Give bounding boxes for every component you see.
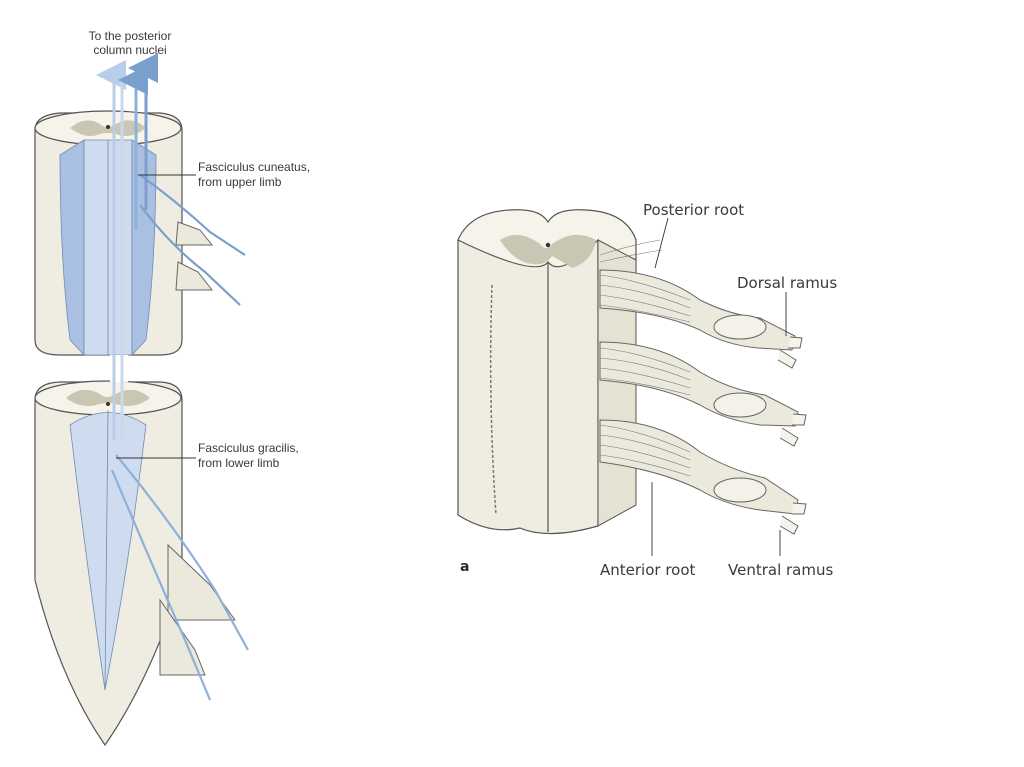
label-fasciculus-cuneatus-line2: from upper limb xyxy=(198,175,282,189)
panel-letter: a xyxy=(460,559,469,575)
label-fasciculus-gracilis-line1: Fasciculus gracilis, xyxy=(198,441,299,455)
spinal-cord-body xyxy=(457,239,599,535)
label-ventral-ramus: Ventral ramus xyxy=(728,561,833,579)
label-posterior-column-nuclei-line1: To the posterior xyxy=(89,29,172,43)
rootlet-fibers xyxy=(599,239,691,477)
lower-cord-segment xyxy=(34,380,249,747)
label-dorsal-ramus: Dorsal ramus xyxy=(737,274,837,292)
label-posterior-root: Posterior root xyxy=(643,201,744,219)
right-figure-spinal-nerve-roots: Posterior root Dorsal ramus Anterior roo… xyxy=(457,201,837,579)
leader-posterior-root xyxy=(654,217,669,269)
upper-cord-segment xyxy=(34,110,246,357)
label-fasciculus-cuneatus-line1: Fasciculus cuneatus, xyxy=(198,160,310,174)
spinal-nerve-upper xyxy=(599,269,803,369)
label-anterior-root: Anterior root xyxy=(600,561,696,579)
spinal-nerve-lower xyxy=(599,419,807,535)
spinal-nerve-middle xyxy=(599,341,807,447)
label-posterior-column-nuclei-line2: column nuclei xyxy=(93,43,166,57)
left-figure-posterior-columns: To the posterior column nuclei Fasciculu… xyxy=(34,29,310,747)
ascending-fibers xyxy=(96,53,158,440)
label-fasciculus-gracilis-line2: from lower limb xyxy=(198,456,280,470)
anterior-spinal-vessel xyxy=(489,284,497,516)
